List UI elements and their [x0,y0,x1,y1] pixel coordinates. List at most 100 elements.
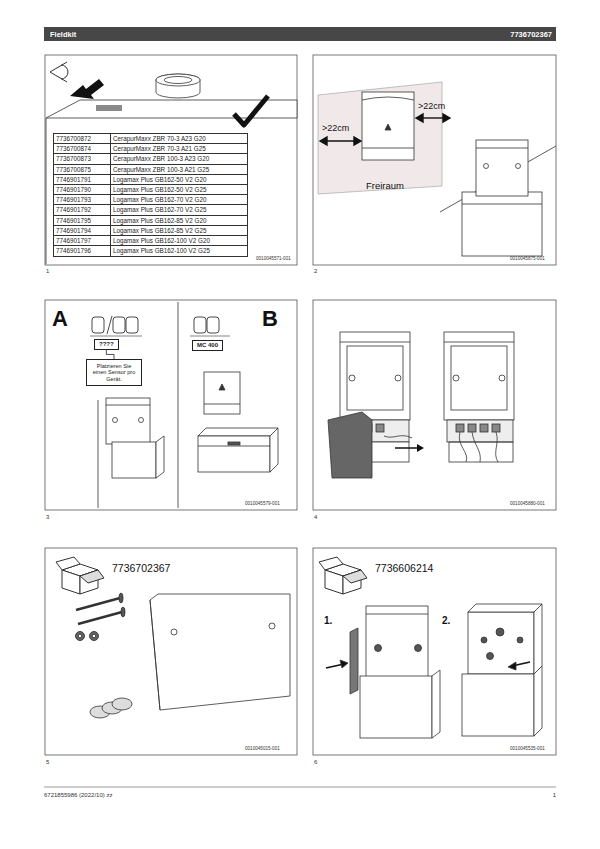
figure-ref: 0010045579-001 [245,502,280,507]
table-cell-model: Logamax Plus GB162-50 V2 G20 [111,175,247,184]
move-arrow [417,444,424,452]
unit-wired [459,432,498,462]
unit-step-two [517,637,523,643]
screw [76,593,126,641]
figure-ref: 0010045571-001 [256,257,291,262]
control-unit [385,124,391,130]
unit-wired [480,424,488,432]
divider-line [178,302,179,508]
module-box [198,428,278,472]
unit-open [395,375,401,381]
sensor-icon [113,317,125,333]
unit-step-one [415,645,422,652]
figure-ref: 0010045880-001 [510,502,545,507]
boiler-top [46,118,47,264]
table-cell-code: 7746901793 [54,195,111,204]
unit-on-boiler [139,418,144,423]
pointer-arrow [70,79,104,99]
table-cell-model: CerapurMaxx ZBR 100-3 A23 G20 [111,154,247,163]
unit-step-one [340,660,348,668]
screw [78,634,82,638]
wall-area [318,82,442,194]
table-cell-model: CerapurMaxx ZBR 70-3 A21 G25 [111,144,247,153]
unit-step-two [468,612,534,674]
sensor-icon [207,317,219,333]
unit-step-one [360,676,432,738]
sensor-icon [126,317,138,333]
boiler-top [96,105,122,111]
table-cell-code: 7746901796 [54,246,111,256]
box-icon [80,570,104,583]
panel-number: 3 [46,514,49,520]
eye-icon [50,62,67,82]
unit-wired [499,375,505,381]
table-cell-code: 7746901791 [54,175,111,184]
part-number: 7736606214 [375,563,433,574]
table-row: 7746901794Logamax Plus GB162-85 V2 G25 [54,226,247,236]
distance-arrow [324,140,358,141]
move-arrow [395,447,420,449]
unit-on-boiler [98,400,99,508]
unit-wired [453,375,459,381]
variant-letter: B [262,308,278,330]
screw [92,634,96,638]
sensor-icon [92,317,104,333]
unit-step-two [508,662,516,670]
panel-number: 4 [314,514,317,520]
screw [121,607,125,617]
unit-wired [449,442,513,462]
unit-step-one [432,670,440,738]
flue-pipe [156,74,200,98]
unit-wired [444,332,514,420]
box-icon [343,570,367,583]
cover-box [328,412,372,478]
unit-step-two [468,604,542,612]
table-cell-code: 7746901790 [54,185,111,194]
unit-open [349,375,355,381]
table-row: 7746901792Logamax Plus GB162-70 V2 G25 [54,205,247,215]
table-row: 7746901796Logamax Plus GB162-100 V2 G25 [54,246,247,256]
unit-step-two [481,637,487,643]
module-box [198,436,270,472]
mounting-plate [150,594,290,710]
dimension: >22cm [322,124,349,133]
wall-area [318,82,442,194]
panel-frame [45,548,297,755]
mounting-plate [150,594,290,710]
node-text: Platzieren Sie einen Sensor pro Gerät. [90,363,138,382]
table-cell-model: Logamax Plus GB162-85 V2 G25 [111,226,247,235]
flue-pipe [156,74,200,98]
connector-line [106,350,114,359]
table-cell-model: Logamax Plus GB162-50 V2 G25 [111,185,247,194]
unit-step-one [326,606,440,738]
table-row: 7746901791Logamax Plus GB162-50 V2 G20 [54,175,247,185]
header-title: Fieldkit [50,31,76,39]
page-number: 1 [553,792,556,798]
table-row: 7746901793Logamax Plus GB162-70 V2 G20 [54,195,247,205]
control-unit [362,92,414,160]
table-row: 7736700874CerapurMaxx ZBR 70-3 A21 G25 [54,144,247,154]
step-number: 1. [324,616,332,626]
unit-open [347,346,403,410]
figure-ref: 0010045535-001 [510,747,545,752]
table-cell-code: 7736700874 [54,144,111,153]
variant-letter: A [52,308,68,330]
boiler-with-unit [484,164,489,169]
sensor-icon [194,317,206,333]
unit-step-two [462,604,542,736]
module-box [198,428,278,436]
room-controller [219,384,225,390]
unit-on-boiler [113,418,118,423]
mounting-plate [150,600,160,710]
box-icon [319,557,367,594]
distance-arrow [443,114,450,122]
module-box [228,442,240,445]
panel-frame [45,55,297,265]
header-bar [44,27,556,41]
header-number: 7736702367 [510,31,552,39]
unit-step-two [487,653,494,660]
model-table: 7736700872CerapurMaxx ZBR 70-3 A23 G2077… [53,133,248,257]
node-text: MC 400 [197,342,218,349]
table-cell-model: Logamax Plus GB162-70 V2 G25 [111,205,247,214]
